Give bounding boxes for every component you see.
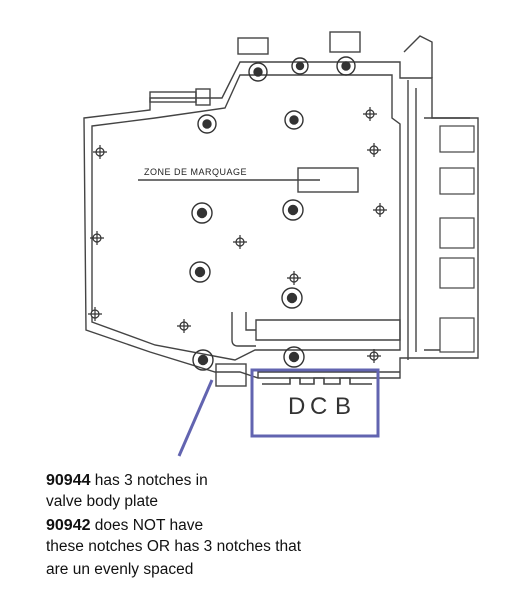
- top-pipe: [403, 35, 433, 78]
- plate-inner-outline: [91, 74, 401, 361]
- pipe: [231, 312, 256, 347]
- bottom-rail: [257, 371, 400, 378]
- part-number-90944: 90944: [46, 472, 91, 489]
- bolt: [192, 349, 214, 371]
- caption-line-4: these notches OR has 3 notches that: [46, 538, 302, 555]
- side-module: [407, 80, 470, 360]
- inner-channel: [255, 319, 401, 341]
- top-bolt-housing-left: [237, 37, 269, 55]
- caption-line-2: valve body plate: [46, 493, 159, 510]
- zone-label: ZONE DE MARQUAGE: [144, 167, 247, 177]
- bolt: [291, 57, 309, 75]
- caption-line-3: 90942 does NOT have: [46, 517, 203, 535]
- bolt: [283, 346, 305, 368]
- notch-label-b: B: [335, 393, 351, 420]
- bolt: [282, 199, 304, 221]
- notch-label-d: D: [288, 393, 305, 420]
- bolt: [284, 110, 304, 130]
- bolt: [336, 56, 356, 76]
- plate-outline: [83, 61, 479, 379]
- notch-label-c: C: [310, 393, 327, 420]
- side-connector-3: [439, 217, 475, 249]
- top-bolt-housing-right: [329, 31, 361, 53]
- side-connector-2: [439, 167, 475, 195]
- pipe-2: [245, 312, 256, 331]
- bolt: [191, 202, 213, 224]
- side-connector-1: [439, 125, 475, 153]
- bolt: [248, 62, 268, 82]
- part-number-90942: 90942: [46, 517, 91, 534]
- bottom-connector: [215, 363, 247, 387]
- side-connector-5: [439, 317, 475, 353]
- caption-text-1: has 3 notches in: [90, 472, 208, 489]
- side-connector-4: [439, 257, 475, 289]
- bolt: [197, 114, 217, 134]
- caption-line-5: are un evenly spaced: [46, 561, 194, 578]
- notch-highlight-box: D C B: [250, 368, 380, 438]
- pointer-line: [177, 379, 214, 457]
- caption-text-3: does NOT have: [90, 517, 204, 534]
- left-pin: [149, 91, 197, 103]
- left-pin-cap: [195, 88, 211, 106]
- notch-profile: [262, 377, 372, 385]
- bolt: [189, 261, 211, 283]
- bolt: [281, 287, 303, 309]
- caption-line-1: 90944 has 3 notches in: [46, 472, 208, 490]
